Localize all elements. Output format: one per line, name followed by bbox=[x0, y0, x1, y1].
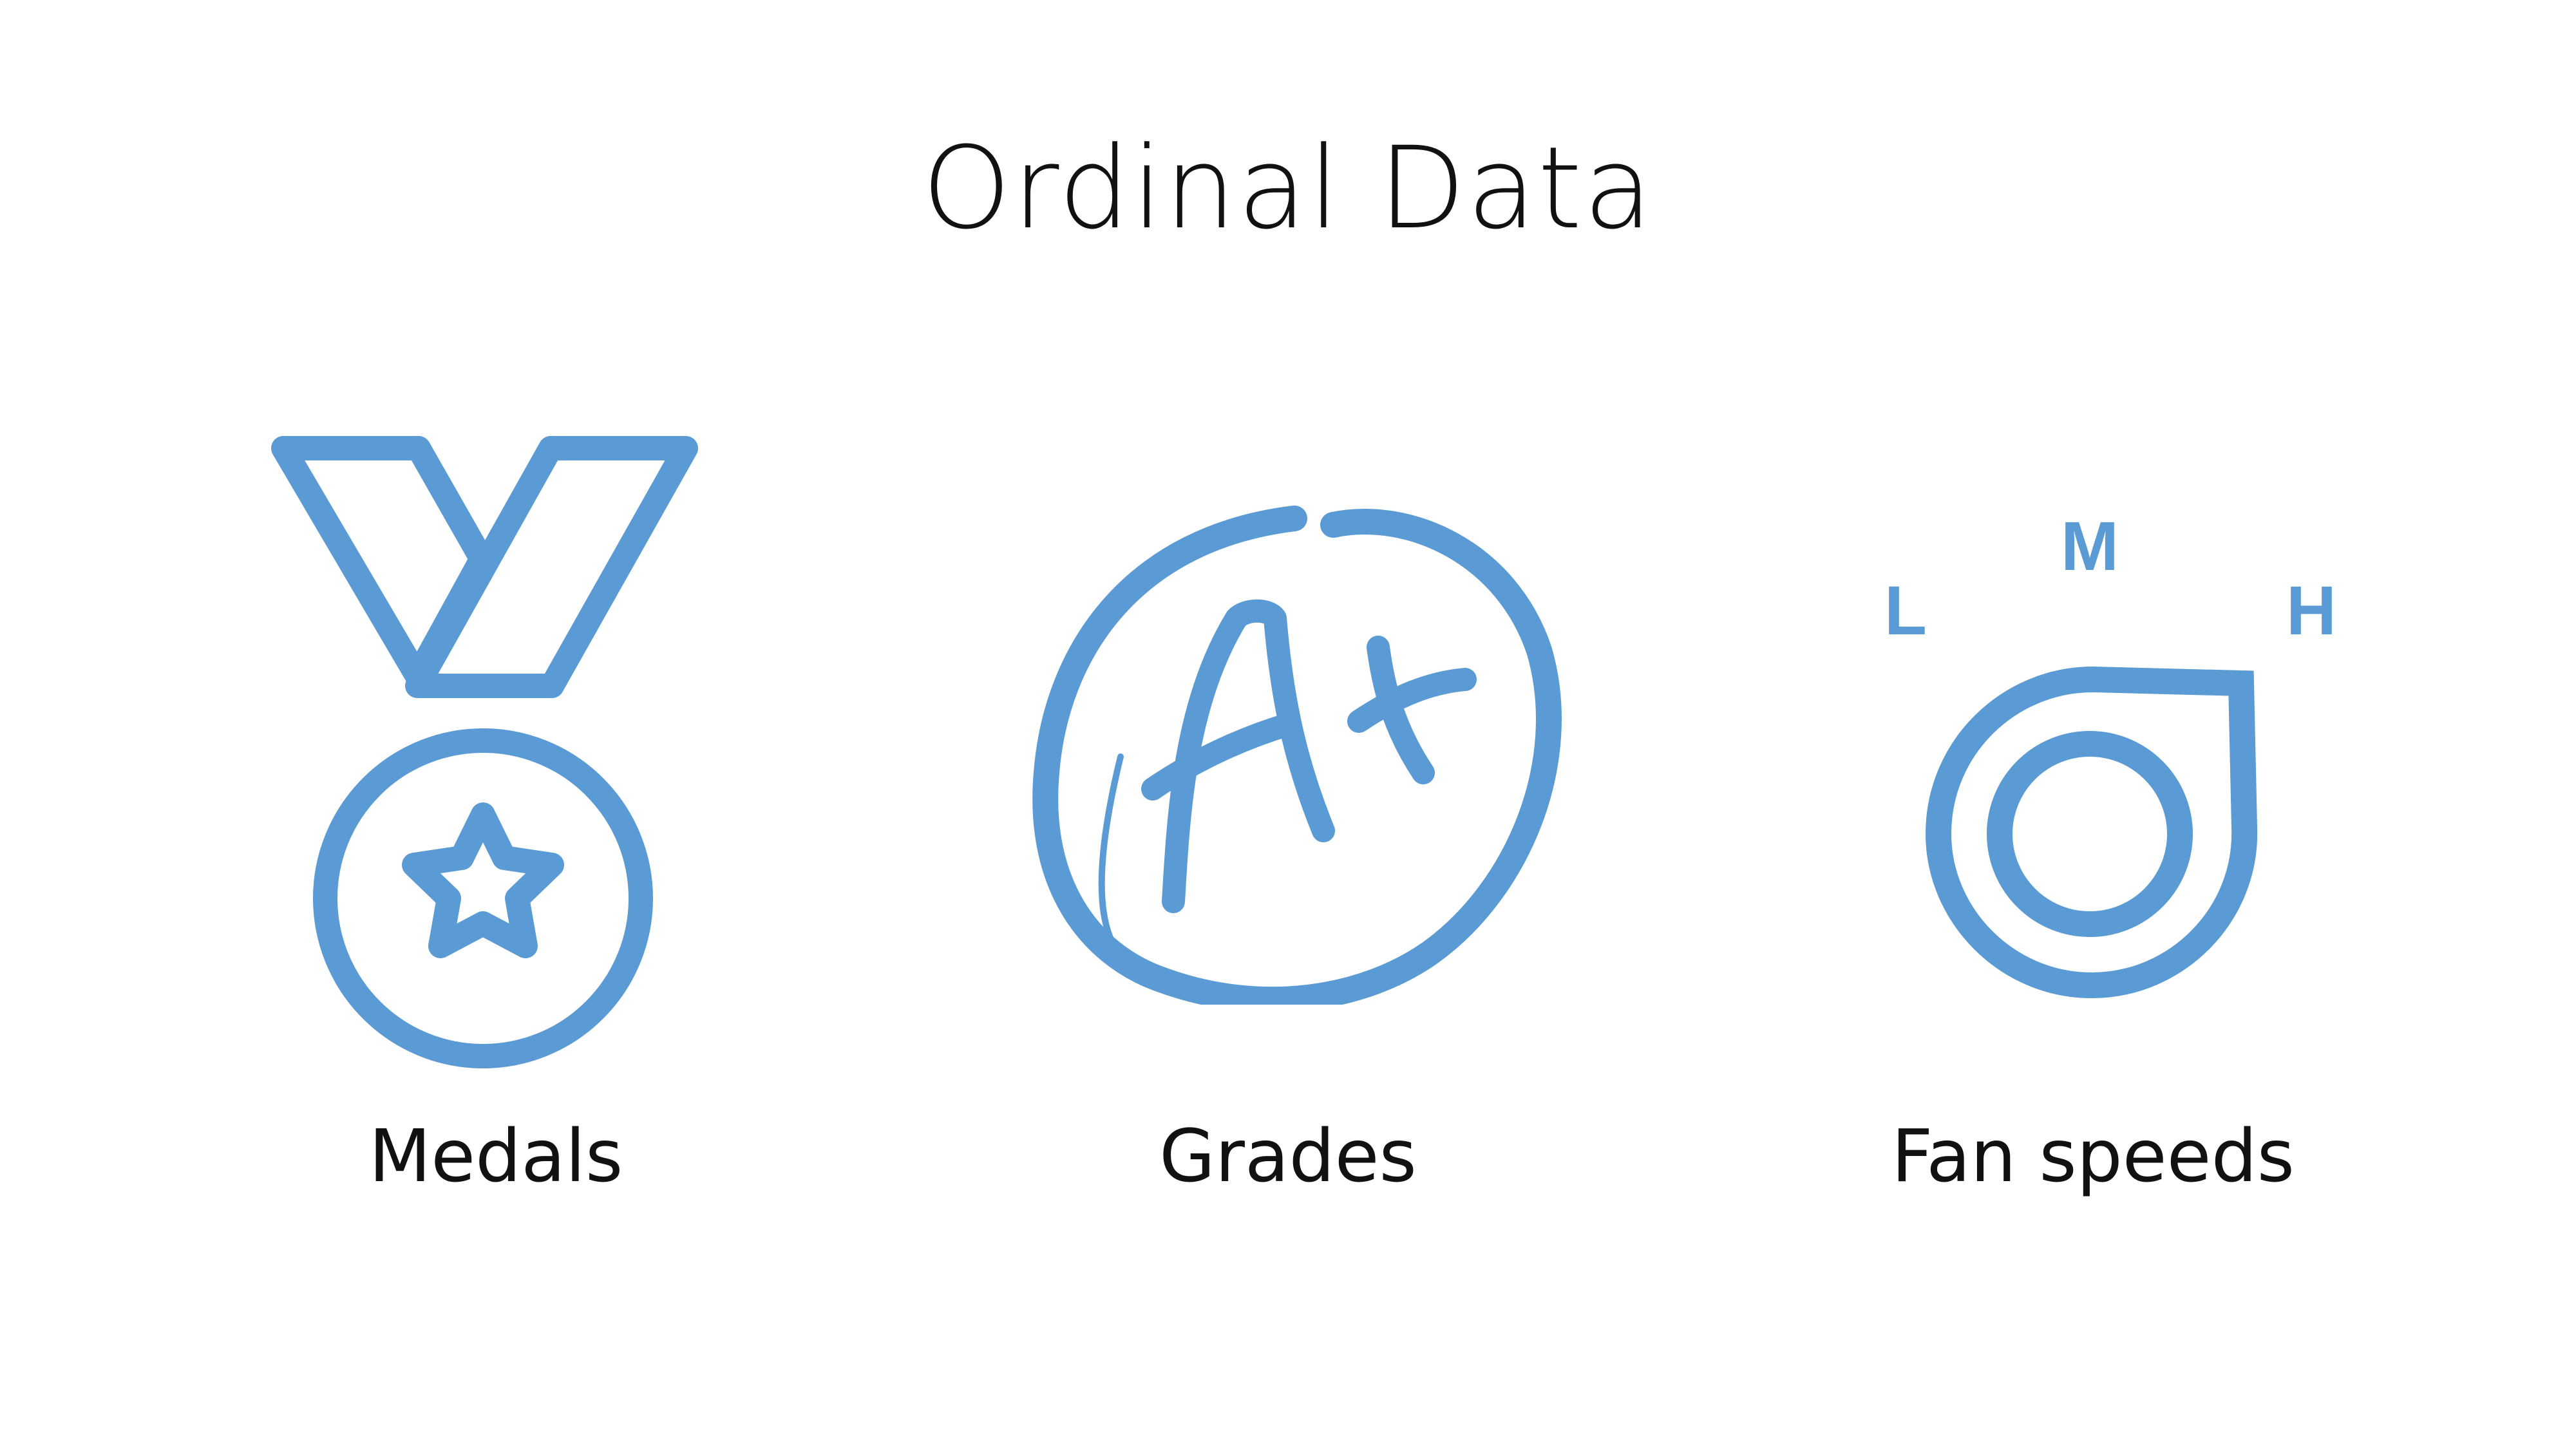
grades-label: Grades bbox=[1159, 1115, 1417, 1198]
medal-icon bbox=[258, 425, 708, 1082]
fan-level-low: L bbox=[1884, 571, 1927, 649]
fan-speeds-label: Fan speeds bbox=[1891, 1115, 2295, 1198]
grade-a-plus-icon bbox=[1018, 502, 1571, 1005]
fan-level-medium: M bbox=[2061, 507, 2119, 585]
fan-speed-icon: L M H bbox=[1855, 502, 2370, 1005]
fan-level-high: H bbox=[2286, 571, 2336, 649]
page-title: Ordinal Data bbox=[922, 122, 1654, 254]
medals-label: Medals bbox=[368, 1115, 623, 1198]
